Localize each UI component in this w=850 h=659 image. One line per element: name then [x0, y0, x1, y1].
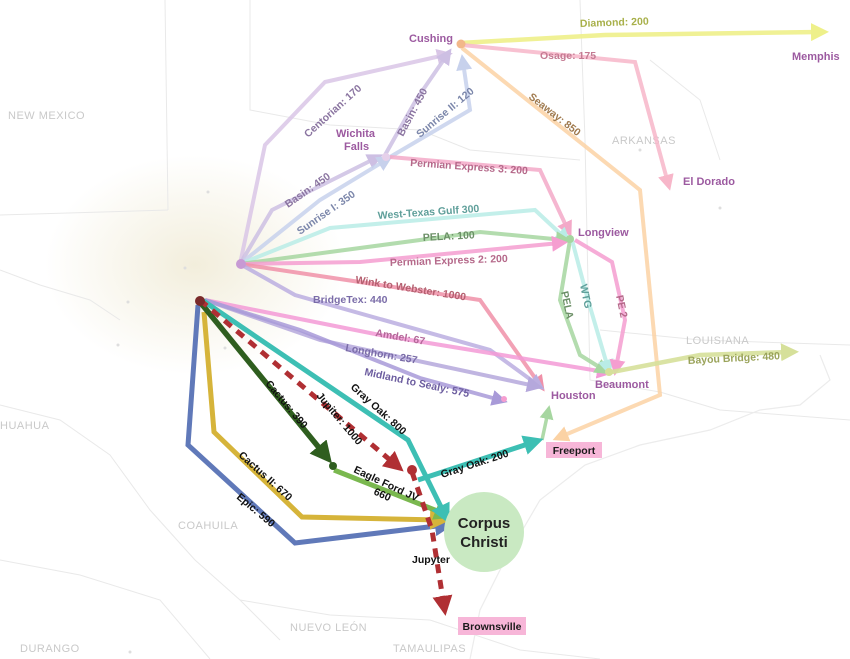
- coastline: [469, 354, 831, 659]
- region-label: TAMAULIPAS: [393, 643, 466, 655]
- city-labels: Cushing Memphis Wichita Falls El Dorado …: [336, 33, 840, 402]
- pipeline-centorian: [238, 48, 453, 265]
- label-midland-to-sealy: Midland to Sealy: 575: [363, 366, 470, 400]
- region-label: ARKANSAS: [612, 135, 676, 147]
- label-seaway: Seaway: 850: [526, 91, 583, 139]
- pipeline-cactus-ii: [201, 311, 450, 530]
- region-label: LOUISIANA: [686, 335, 749, 347]
- node-midland-sealy-end: [501, 396, 507, 402]
- region-label: DURANGO: [20, 643, 80, 655]
- pipeline-permian-express-3: [389, 155, 572, 238]
- pipeline-permian-express-2: [239, 235, 568, 266]
- brownsville-box: [458, 617, 526, 635]
- longview-links: [539, 238, 799, 441]
- pipeline-gray-oak-200: [417, 435, 544, 483]
- city-label-beaumont: Beaumont: [595, 379, 649, 391]
- region-label: COAHUILA: [178, 520, 238, 532]
- label-diamond: Diamond: 200: [580, 16, 649, 30]
- pipeline-pe2-longview: [573, 238, 628, 376]
- corpus-christi-hub: Corpus Christi: [444, 492, 524, 572]
- cushing-pipelines: [459, 23, 829, 442]
- label-jupiter-1000: Jupiter: 1000: [314, 390, 365, 447]
- label-jupyter: Jupyter: [412, 554, 450, 566]
- label-gray-oak-200: Gray Oak: 200: [439, 448, 510, 481]
- label-epic: Epic: 590: [234, 491, 277, 530]
- pipeline-diamond: [459, 23, 829, 46]
- city-label-freeport: Freeport: [553, 445, 596, 457]
- city-label-falls: Falls: [344, 141, 369, 153]
- label-gray-oak-800: Gray Oak: 800: [348, 381, 409, 437]
- label-bridgetex: BridgeTex: 440: [313, 294, 388, 306]
- node-midland: [195, 296, 205, 306]
- pipeline-sunrise-ii: [388, 54, 473, 159]
- pipeline-wtg-longview: [570, 239, 614, 376]
- city-label-brownsville: Brownsville: [463, 621, 522, 633]
- north-pipelines: [238, 48, 572, 266]
- pipeline-epic: [185, 304, 455, 546]
- region-label: NUEVO LEÓN: [290, 621, 367, 634]
- town-dots: [116, 148, 722, 654]
- corpus-christi-circle: [444, 492, 524, 572]
- label-pe2: PE 2: [613, 294, 630, 319]
- pipeline-basin-south: [238, 154, 384, 266]
- city-label-corpus: Corpus: [458, 515, 511, 532]
- node-longview: [566, 235, 574, 243]
- pipeline-basin-north: [383, 48, 452, 156]
- pipeline-jupiter: [198, 298, 404, 472]
- label-pela-100: PELA: 100: [423, 229, 476, 244]
- freeport-box: [546, 442, 602, 458]
- city-label-longview: Longview: [578, 227, 629, 239]
- node-cushing: [456, 39, 466, 49]
- node-wichita-falls: [382, 153, 390, 161]
- label-wtg: WTG: [577, 283, 594, 309]
- pipeline-gray-oak-800: [200, 297, 450, 524]
- pipeline-jupyter: [409, 471, 453, 616]
- pipeline-west-texas-gulf: [239, 207, 571, 266]
- region-label: NEW MEXICO: [8, 110, 85, 122]
- city-label-el-dorado: El Dorado: [683, 176, 735, 188]
- pipeline-amdel: [204, 298, 613, 379]
- pipeline-seaway: [460, 46, 663, 442]
- city-label-houston: Houston: [551, 390, 596, 402]
- pipeline-cactus: [197, 300, 332, 464]
- label-pela: PELA: [558, 290, 576, 320]
- city-label-memphis: Memphis: [792, 51, 840, 63]
- destination-boxes: Freeport Brownsville: [458, 442, 602, 635]
- label-bayou-bridge: Bayou Bridge: 480: [688, 350, 781, 367]
- pipeline-bayou-bridge: [611, 343, 799, 375]
- city-label-wichita: Wichita: [336, 128, 376, 140]
- node-jupiter-split: [407, 465, 417, 475]
- pipeline-pela-100: [239, 229, 572, 266]
- pipeline-freeport-houston: [539, 405, 554, 441]
- east-pipelines: [204, 207, 613, 406]
- city-label-christi: Christi: [460, 534, 508, 551]
- pipeline-midland-to-sealy: [204, 298, 508, 406]
- node-beaumont: [605, 368, 613, 376]
- label-osage: Osage: 175: [540, 50, 596, 62]
- nodes: [195, 39, 613, 475]
- pipeline-pela-longview: [557, 239, 611, 375]
- pipeline-sunrise-i: [238, 155, 393, 266]
- node-permian-hub: [236, 259, 246, 269]
- label-permian-express-2: Permian Express 2: 200: [390, 253, 508, 269]
- node-eagle-ford: [329, 462, 337, 470]
- pipeline-osage: [461, 43, 674, 191]
- pipeline-bridgetex: [239, 262, 545, 390]
- region-label: HUAHUA: [0, 420, 50, 432]
- south-pipelines: [185, 297, 544, 616]
- label-permian-express-3: Permian Express 3: 200: [410, 157, 529, 177]
- city-label-cushing: Cushing: [409, 33, 453, 45]
